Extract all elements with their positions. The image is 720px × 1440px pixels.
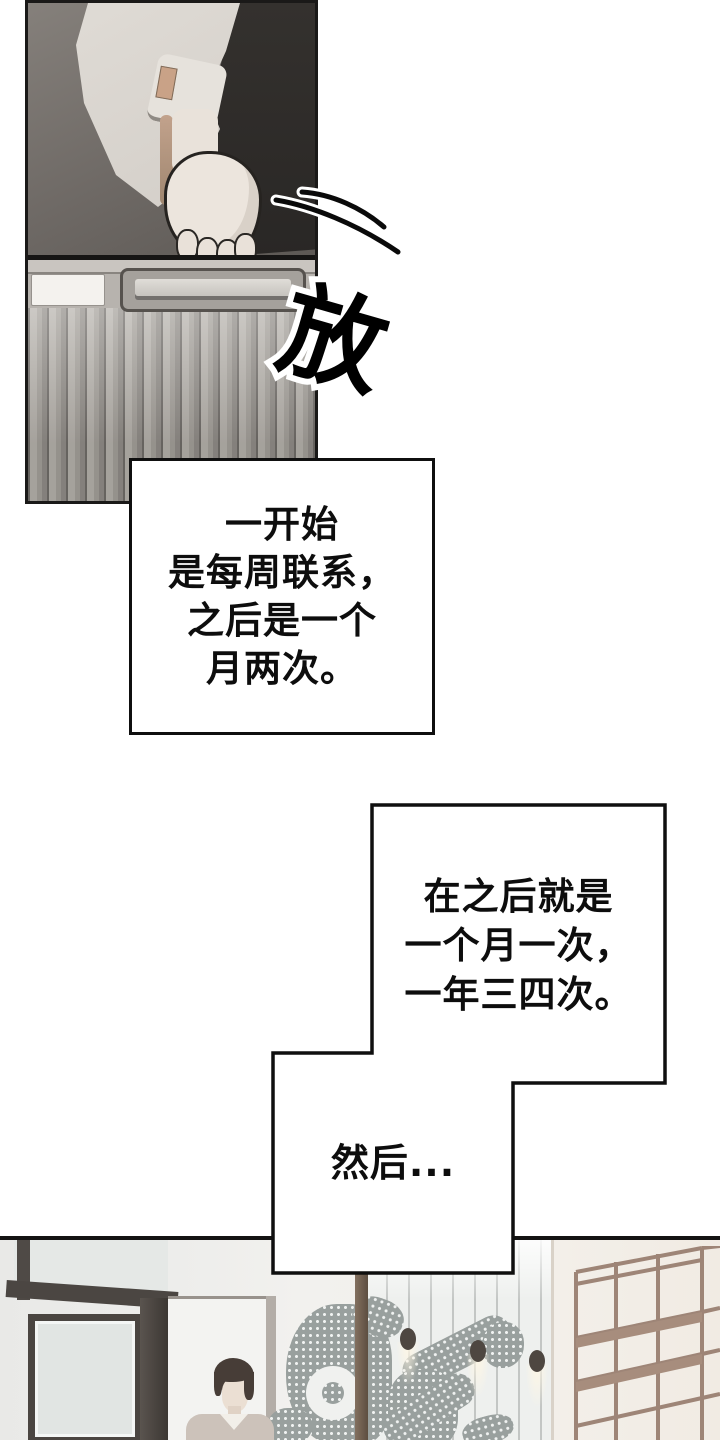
narration-line: 一个月一次，: [404, 924, 633, 967]
suitcase-handle-recess: [120, 268, 306, 312]
shadow-figure-fragment: [268, 1408, 312, 1440]
shadow-figure-hand: [482, 1322, 524, 1368]
man-side-hair: [214, 1372, 222, 1396]
narration-box-2: 在之后就是 一个月一次， 一年三四次。: [372, 872, 665, 1019]
lamp-fixture: [400, 1328, 416, 1350]
narration-line: 在之后就是: [423, 875, 614, 918]
narration-line: 一年三四次。: [404, 973, 633, 1016]
narration-line: 然后...: [330, 1141, 456, 1185]
wall-corner-line: [551, 1240, 554, 1440]
narration-line: 之后是一个: [187, 598, 377, 642]
narration-line: 月两次。: [206, 646, 358, 690]
lamp-glow: [397, 1342, 419, 1384]
man-fringe: [216, 1370, 250, 1382]
narration-box-1: 一开始 是每周联系， 之后是一个 月两次。: [129, 458, 435, 735]
panel-interior-scene: [0, 1236, 720, 1440]
lamp-fixture: [470, 1340, 486, 1362]
man-side-hair: [244, 1372, 254, 1400]
lamp-fixture: [529, 1350, 545, 1372]
doorway-jamb-right: [266, 1296, 276, 1440]
shadow-figure-cutout-dot: [322, 1382, 344, 1404]
wood-post: [355, 1240, 368, 1440]
lamp-glow: [526, 1364, 548, 1406]
narration-box-2-3-outline: [271, 803, 667, 1275]
narration-box-3: 然后...: [273, 1140, 513, 1186]
man-neck: [228, 1406, 241, 1416]
sfx-text: 放: [266, 267, 400, 413]
lamp-glow: [467, 1354, 489, 1396]
narration-line: 是每周联系，: [168, 550, 396, 594]
suitcase-handle: [135, 279, 291, 296]
suitcase-highlight: [31, 274, 105, 306]
door-frame-post-mid: [140, 1298, 168, 1440]
glass-door-pane: [28, 1314, 142, 1440]
motion-lines: [270, 186, 404, 258]
narration-line: 一开始: [225, 502, 339, 546]
shelving-unit: [574, 1246, 720, 1440]
sfx-drop: 放: [260, 261, 406, 419]
